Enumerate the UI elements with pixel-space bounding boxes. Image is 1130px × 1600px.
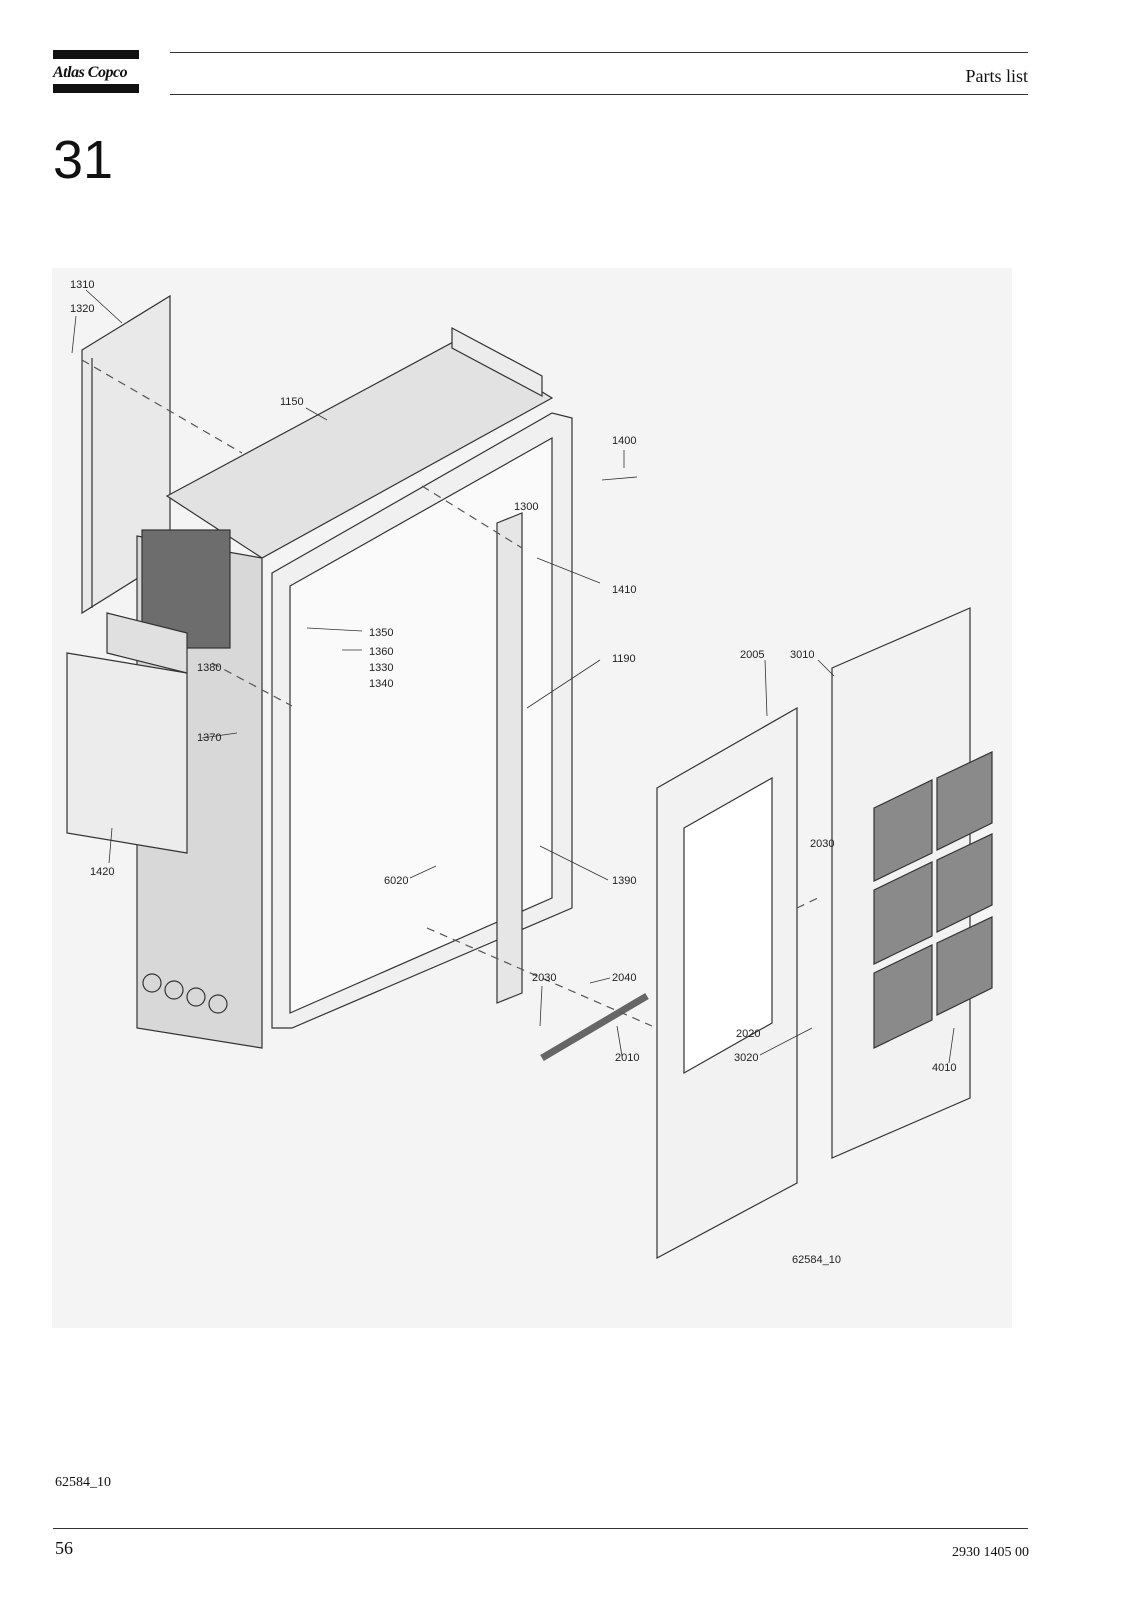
callout-3010: 3010 — [790, 649, 814, 661]
callout-2005: 2005 — [740, 649, 764, 661]
callout-1390: 1390 — [612, 875, 636, 887]
callout-1340: 1340 — [369, 678, 393, 690]
callout-1400: 1400 — [612, 435, 636, 447]
callout-2020: 2020 — [736, 1028, 760, 1040]
page-header-title: Parts list — [965, 66, 1028, 86]
callout-1350: 1350 — [369, 627, 393, 639]
callout-1370: 1370 — [197, 732, 221, 744]
callout-1380: 1380 — [197, 662, 221, 674]
callout-labels: 1310 1320 1150 1400 1300 1410 1350 1360 … — [70, 279, 956, 1266]
exploded-drawing: 1310 1320 1150 1400 1300 1410 1350 1360 … — [52, 268, 1012, 1328]
callout-2010: 2010 — [615, 1052, 639, 1064]
page-number: 56 — [55, 1538, 73, 1558]
callout-1330: 1330 — [369, 662, 393, 674]
logo-bar-bottom — [53, 84, 139, 93]
callout-2040: 2040 — [612, 972, 636, 984]
control-box-door — [66, 652, 188, 854]
logo-bar-top — [53, 50, 139, 59]
callout-1310: 1310 — [70, 279, 94, 291]
callout-1420: 1420 — [90, 866, 114, 878]
section-number: 31 — [53, 130, 114, 190]
document-number: 2930 1405 00 — [952, 1545, 1029, 1560]
figure-reference: 62584_10 — [55, 1475, 111, 1490]
callout-1190: 1190 — [612, 653, 636, 665]
footer-rule — [53, 1528, 1028, 1529]
callout-2030-lower: 2030 — [532, 972, 556, 984]
drawing-svg: 1310 1320 1150 1400 1300 1410 1350 1360 … — [66, 279, 993, 1266]
callout-1320: 1320 — [70, 303, 94, 315]
callout-6020: 6020 — [384, 875, 408, 887]
callout-3020: 3020 — [734, 1052, 758, 1064]
brand-logo: Atlas Copco — [53, 64, 128, 81]
callout-1410: 1410 — [612, 584, 636, 596]
callout-1150: 1150 — [280, 396, 304, 408]
header-rule-bottom — [170, 94, 1028, 95]
callout-2030-upper: 2030 — [810, 838, 834, 850]
callout-4010: 4010 — [932, 1062, 956, 1074]
drawing-id-label: 62584_10 — [792, 1254, 841, 1266]
callout-1360: 1360 — [369, 646, 393, 658]
callout-1300: 1300 — [514, 501, 538, 513]
header-rule-top — [170, 52, 1028, 53]
